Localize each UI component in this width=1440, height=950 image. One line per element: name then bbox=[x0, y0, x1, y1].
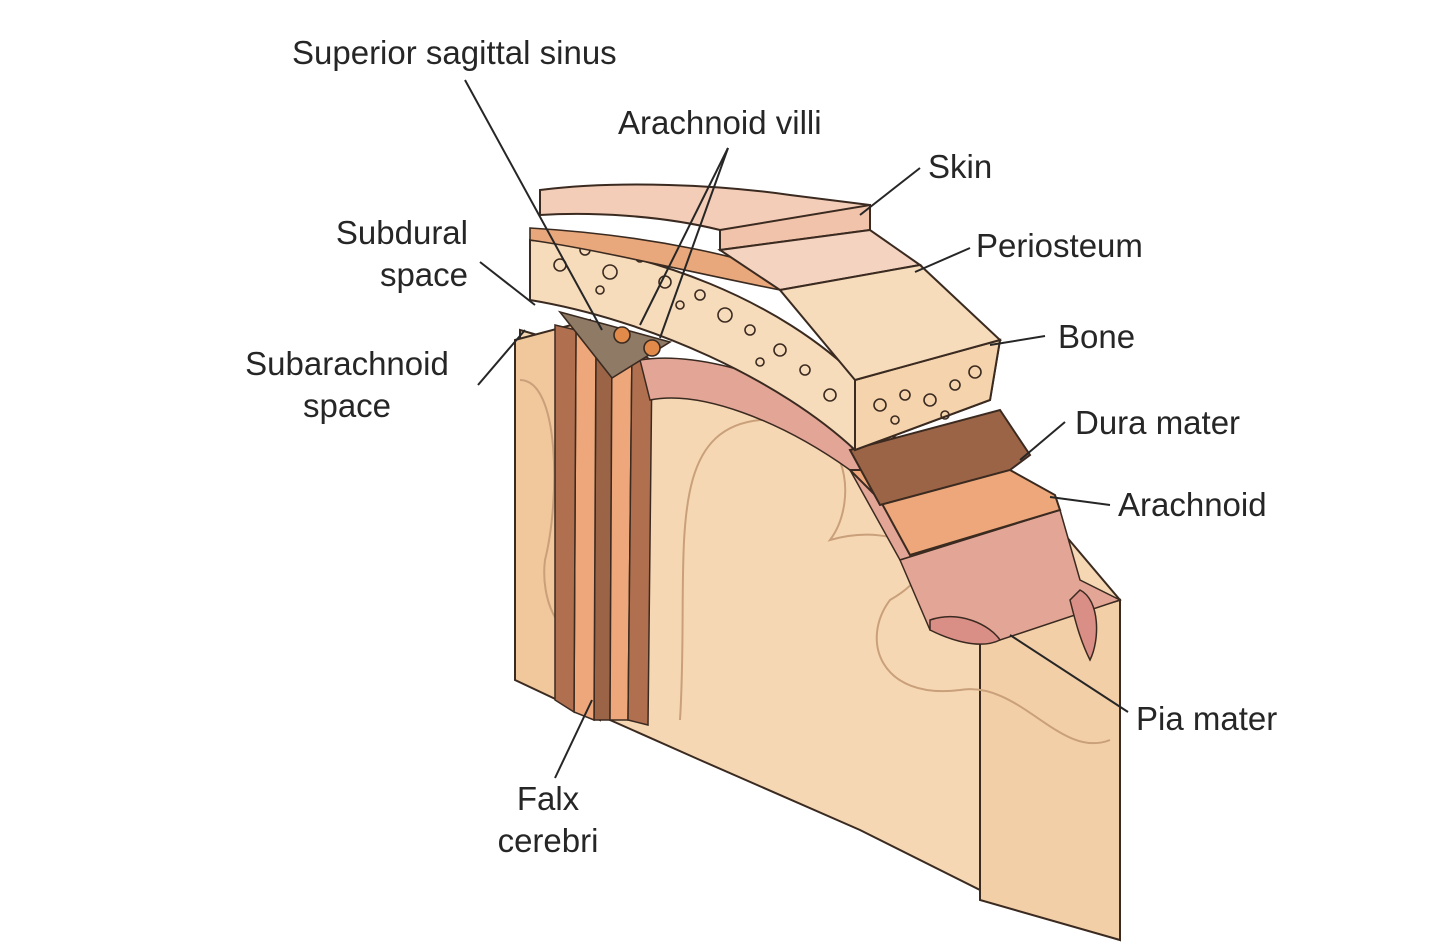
label-superior-sagittal-sinus: Superior sagittal sinus bbox=[292, 34, 617, 71]
falx-band-dura bbox=[593, 339, 613, 721]
leader-villi-b bbox=[659, 147, 729, 339]
sagittal-sinus bbox=[557, 310, 672, 380]
label-skin: Skin bbox=[928, 148, 993, 185]
gray-matter-contour bbox=[679, 418, 1111, 745]
leader-bone bbox=[989, 335, 1046, 346]
brain-block-side bbox=[979, 598, 1121, 942]
leader-subarachnoid bbox=[477, 329, 526, 386]
leader-skin bbox=[859, 167, 921, 216]
label-falx-line1: Falx bbox=[516, 780, 580, 817]
leader-periosteum bbox=[914, 247, 971, 273]
label-subarachnoid-line2: space bbox=[302, 387, 392, 424]
leader-lines bbox=[464, 79, 1129, 779]
dura-layer bbox=[848, 408, 1032, 507]
label-falx-cerebri: Falx cerebri bbox=[480, 778, 616, 862]
leader-villi-a bbox=[639, 147, 729, 326]
pia-fold-2 bbox=[929, 616, 1002, 645]
label-arachnoid-villi: Arachnoid villi bbox=[618, 104, 822, 141]
falx-band-arachnoid-left bbox=[573, 328, 597, 722]
label-periosteum: Periosteum bbox=[976, 227, 1143, 264]
leader-sagittal-sinus bbox=[464, 79, 603, 331]
leader-falx bbox=[554, 699, 593, 779]
falx-band-right-dura bbox=[627, 348, 653, 726]
label-pia-mater: Pia mater bbox=[1136, 700, 1278, 737]
leader-dura bbox=[1019, 421, 1066, 461]
label-subdural-line2: space bbox=[379, 256, 468, 293]
label-bone: Bone bbox=[1058, 318, 1136, 355]
leader-subdural bbox=[479, 261, 536, 306]
label-subarachnoid-space: Subarachnoid space bbox=[232, 343, 462, 427]
arachnoid-villus-1 bbox=[613, 326, 631, 344]
falx-band-left-dura bbox=[554, 324, 577, 714]
leader-arachnoid bbox=[1049, 496, 1111, 506]
bone-step-side bbox=[778, 263, 1002, 382]
label-subdural-space: Subdural space bbox=[300, 212, 468, 296]
pia-fold-1 bbox=[1069, 589, 1098, 662]
label-dura-mater: Dura mater bbox=[1075, 404, 1241, 441]
leader-pia bbox=[1009, 634, 1129, 713]
label-arachnoid: Arachnoid bbox=[1118, 486, 1267, 523]
label-subdural-line1: Subdural bbox=[335, 214, 468, 251]
label-falx-line2: cerebri bbox=[497, 822, 599, 859]
arachnoid-villus-2 bbox=[643, 339, 661, 357]
label-subarachnoid-line1: Subarachnoid bbox=[245, 345, 449, 382]
